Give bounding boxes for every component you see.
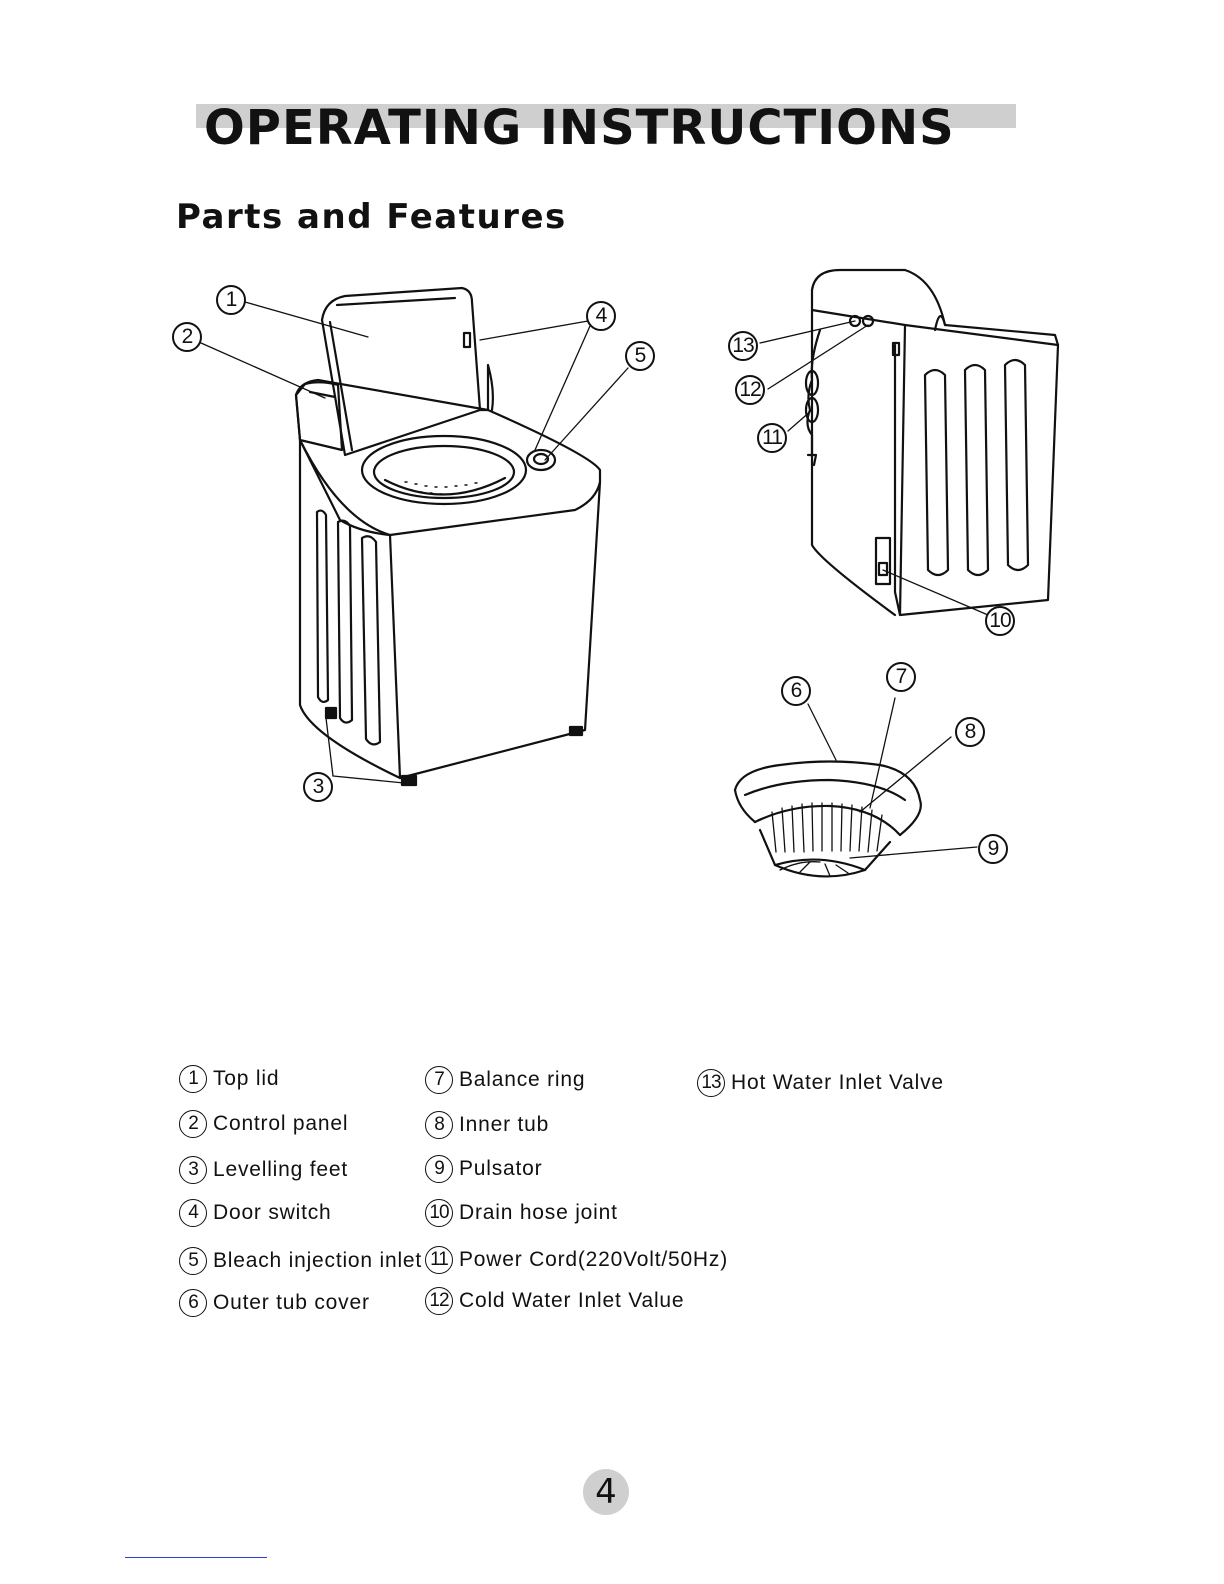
legend-label: Levelling feet [213, 1158, 348, 1181]
legend-item-7: 7 Balance ring [425, 1066, 585, 1094]
title-highlight-bar [196, 104, 1016, 128]
legend-number: 13 [697, 1069, 725, 1097]
legend-number: 1 [179, 1065, 207, 1093]
callout-3: 3 [303, 772, 333, 802]
callout-6: 6 [781, 676, 811, 706]
legend-label: Top lid [213, 1067, 280, 1090]
front-washer-drawing [294, 286, 602, 787]
callout-13: 13 [728, 331, 758, 361]
legend-number: 12 [425, 1287, 453, 1315]
legend-label: Pulsator [459, 1157, 543, 1180]
callout-7: 7 [886, 662, 916, 692]
legend-label: Door switch [213, 1201, 332, 1224]
callout-2: 2 [172, 322, 202, 352]
legend-number: 2 [179, 1110, 207, 1138]
callout-5: 5 [625, 341, 655, 371]
legend-item-3: 3 Levelling feet [179, 1156, 348, 1184]
legend-item-10: 10 Drain hose joint [425, 1199, 618, 1227]
legend-number: 6 [179, 1289, 207, 1317]
legend-number: 10 [425, 1199, 453, 1227]
legend-label: Hot Water Inlet Valve [731, 1071, 944, 1094]
rear-washer-drawing [804, 268, 1060, 617]
legend-item-1: 1 Top lid [179, 1065, 279, 1093]
callout-12: 12 [735, 375, 765, 405]
legend-label: Inner tub [459, 1113, 550, 1136]
legend-number: 5 [179, 1247, 207, 1275]
legend-label: Control panel [213, 1112, 349, 1135]
legend-number: 11 [425, 1246, 453, 1274]
callout-4: 4 [586, 301, 616, 331]
callout-10: 10 [985, 606, 1015, 636]
legend-item-5: 5 Bleach injection inlet [179, 1247, 422, 1275]
legend-label: Balance ring [459, 1068, 586, 1091]
callout-8: 8 [955, 717, 985, 747]
leader-lines [200, 301, 989, 859]
callout-1: 1 [216, 285, 246, 315]
legend-label: Drain hose joint [459, 1201, 618, 1224]
callout-9: 9 [978, 834, 1008, 864]
footer-divider [125, 1557, 267, 1558]
callout-11: 11 [757, 423, 787, 453]
legend-number: 8 [425, 1111, 453, 1139]
legend-item-9: 9 Pulsator [425, 1155, 542, 1183]
legend-item-8: 8 Inner tub [425, 1111, 549, 1139]
page-number: 4 [583, 1469, 629, 1515]
legend-item-2: 2 Control panel [179, 1110, 348, 1138]
tub-assembly-drawing [733, 760, 922, 878]
section-title: Parts and Features [176, 197, 567, 237]
legend-item-12: 12 Cold Water Inlet Value [425, 1287, 684, 1315]
legend-number: 3 [179, 1156, 207, 1184]
legend-number: 7 [425, 1066, 453, 1094]
legend-number: 9 [425, 1155, 453, 1183]
legend-label: Bleach injection inlet [213, 1249, 423, 1272]
legend-label: Outer tub cover [213, 1291, 370, 1314]
legend-number: 4 [179, 1199, 207, 1227]
legend-item-6: 6 Outer tub cover [179, 1289, 370, 1317]
legend-item-4: 4 Door switch [179, 1199, 332, 1227]
page-title: OPERATING INSTRUCTIONS [204, 100, 955, 156]
legend-item-13: 13 Hot Water Inlet Valve [697, 1069, 944, 1097]
legend-label: Cold Water Inlet Value [459, 1289, 685, 1312]
legend-item-11: 11 Power Cord(220Volt/50Hz) [425, 1246, 728, 1274]
legend-label: Power Cord(220Volt/50Hz) [459, 1248, 728, 1271]
